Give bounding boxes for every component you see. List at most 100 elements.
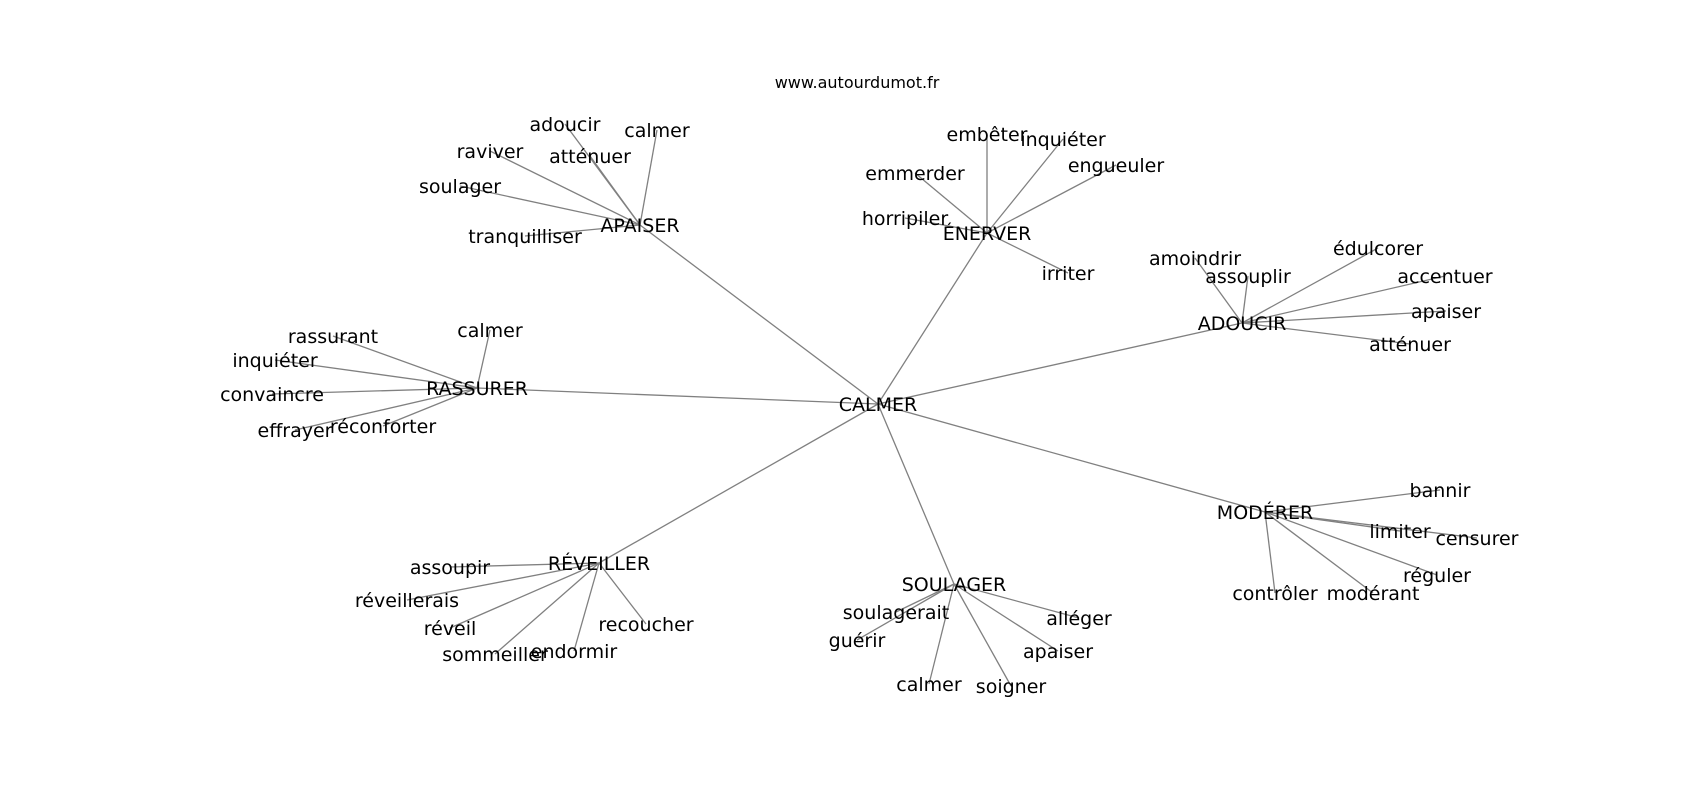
edge-moderer-bannir	[1264, 489, 1441, 513]
edge-reveiller-assoupir	[449, 562, 600, 568]
edge-enerver-inquieter	[986, 138, 1064, 234]
edge-enerver-horripiler	[904, 217, 988, 234]
edge-soulager-guerir	[856, 583, 955, 641]
edge-apaiser-tranquilliser	[524, 224, 641, 237]
edge-adoucir-attenuer	[1241, 322, 1411, 345]
node-leaf-apaiser-adoucir: adoucir	[530, 114, 601, 136]
node-leaf-apaiser-calmer: calmer	[624, 120, 690, 142]
edge-apaiser-raviver	[489, 150, 641, 226]
edge-root-adoucir	[877, 322, 1243, 405]
node-root-calmer: CALMER	[839, 394, 917, 416]
edge-root-enerver	[877, 232, 988, 405]
node-leaf-moderer-censurer: censurer	[1435, 528, 1518, 550]
node-leaf-enerver-embeter: embêter	[947, 124, 1028, 146]
edge-moderer-censurer	[1264, 511, 1478, 539]
edge-root-reveiller	[598, 403, 879, 564]
node-leaf-adoucir-accentuer: accentuer	[1397, 266, 1492, 288]
node-leaf-reveiller-recoucher: recoucher	[598, 614, 693, 636]
node-hub-moderer: MODÉRER	[1217, 501, 1313, 524]
node-hub-soulager: SOULAGER	[902, 574, 1007, 596]
node-leaf-moderer-moderant: modérant	[1327, 583, 1420, 605]
edge-rassurer-rassurant	[332, 335, 478, 389]
node-leaf-reveiller-sommeiller: sommeiller	[442, 644, 548, 666]
edge-rassurer-reconforter	[382, 387, 478, 427]
node-leaf-adoucir-edulcorer: édulcorer	[1333, 238, 1423, 260]
node-leaf-rassurer-inquieter: inquiéter	[232, 350, 318, 372]
edge-moderer-reguler	[1264, 511, 1438, 576]
edge-rassurer-convaincre	[271, 387, 478, 395]
edge-apaiser-soulager	[459, 185, 641, 226]
edge-moderer-controler	[1264, 511, 1276, 594]
node-leaf-moderer-limiter: limiter	[1369, 521, 1430, 543]
node-leaf-soulager-alleger: alléger	[1046, 608, 1112, 630]
node-leaf-reveiller-assoupir: assoupir	[410, 557, 490, 579]
edge-apaiser-calmer	[639, 129, 658, 226]
node-leaf-rassurer-reconforter: réconforter	[330, 416, 436, 438]
node-hub-adoucir: ADOUCIR	[1198, 313, 1287, 335]
node-leaf-reveiller-reveil: réveil	[424, 618, 477, 640]
node-leaf-moderer-reguler: réguler	[1403, 565, 1471, 587]
edge-reveiller-endormir	[573, 562, 600, 652]
edge-root-apaiser	[639, 224, 879, 405]
node-leaf-rassurer-calmer: calmer	[457, 320, 523, 342]
edge-adoucir-apaiser	[1241, 310, 1447, 324]
node-hub-rassurer: RASSURER	[426, 378, 528, 400]
node-leaf-enerver-irriter: irriter	[1042, 263, 1095, 285]
edge-rassurer-effrayer	[294, 387, 478, 431]
edge-adoucir-accentuer	[1241, 275, 1446, 324]
edge-adoucir-amoindrir	[1194, 257, 1243, 324]
edge-root-rassurer	[476, 387, 879, 405]
node-leaf-apaiser-soulager: soulager	[419, 176, 501, 198]
edge-reveiller-sommeiller	[494, 562, 600, 655]
node-leaf-rassurer-effrayer: effrayer	[258, 420, 333, 442]
node-leaf-rassurer-convaincre: convaincre	[220, 384, 324, 406]
edge-apaiser-attenuer	[589, 155, 641, 226]
edge-soulager-calmer	[928, 583, 955, 685]
edge-moderer-moderant	[1264, 511, 1374, 594]
edges	[271, 123, 1478, 687]
edge-reveiller-reveil	[449, 562, 600, 629]
edge-adoucir-assouplir	[1241, 275, 1249, 324]
node-leaf-apaiser-tranquilliser: tranquilliser	[468, 226, 582, 248]
node-leaf-apaiser-raviver: raviver	[457, 141, 524, 163]
node-leaf-adoucir-amoindrir: amoindrir	[1149, 248, 1241, 270]
node-leaf-rassurer-rassurant: rassurant	[288, 326, 378, 348]
node-leaf-enerver-engueuler: engueuler	[1068, 155, 1165, 177]
node-leaf-enerver-inquieter: inquiéter	[1020, 129, 1106, 151]
node-leaf-soulager-soigner: soigner	[976, 676, 1047, 698]
edge-root-soulager	[877, 403, 955, 585]
node-leaf-soulager-soulagerait: soulagerait	[843, 602, 949, 624]
node-leaf-adoucir-assouplir: assouplir	[1205, 266, 1291, 288]
edge-rassurer-inquieter	[274, 359, 478, 389]
edge-enerver-emmerder	[914, 172, 988, 234]
node-leaf-soulager-guerir: guérir	[829, 630, 886, 652]
node-hub-reveiller: RÉVEILLER	[548, 552, 650, 575]
node-leaf-soulager-calmer: calmer	[896, 674, 962, 696]
edge-soulager-apaiser	[953, 583, 1059, 652]
edge-soulager-alleger	[953, 583, 1080, 619]
node-leaf-moderer-bannir: bannir	[1410, 480, 1471, 502]
node-leaf-apaiser-attenuer: atténuer	[549, 146, 631, 168]
site-url: www.autourdumot.fr	[775, 73, 940, 92]
edge-rassurer-calmer	[476, 329, 491, 389]
edge-enerver-engueuler	[986, 164, 1117, 234]
node-leaf-reveiller-endormir: endormir	[531, 641, 618, 663]
node-hub-enerver: ÉNERVER	[943, 222, 1032, 245]
edge-soulager-soigner	[953, 583, 1012, 687]
node-leaf-reveiller-reveillerais: réveillerais	[355, 590, 459, 612]
node-leaf-enerver-emmerder: emmerder	[865, 163, 965, 185]
edge-reveiller-recoucher	[598, 562, 647, 625]
node-hub-apaiser: APAISER	[600, 215, 679, 237]
edge-enerver-irriter	[986, 232, 1069, 274]
edge-root-moderer	[877, 403, 1266, 513]
node-leaf-moderer-controler: contrôler	[1232, 583, 1318, 605]
node-leaf-enerver-horripiler: horripiler	[862, 208, 949, 230]
node-leaf-adoucir-apaiser: apaiser	[1411, 301, 1481, 323]
labels: CALMER APAISER adoucir calmer raviver atténue…	[220, 114, 1519, 698]
edge-reveiller-reveillerais	[406, 562, 600, 601]
node-leaf-soulager-apaiser: apaiser	[1023, 641, 1093, 663]
edge-soulager-soulagerait	[895, 583, 955, 613]
edge-adoucir-edulcorer	[1241, 247, 1379, 324]
node-leaf-adoucir-attenuer: atténuer	[1369, 334, 1451, 356]
